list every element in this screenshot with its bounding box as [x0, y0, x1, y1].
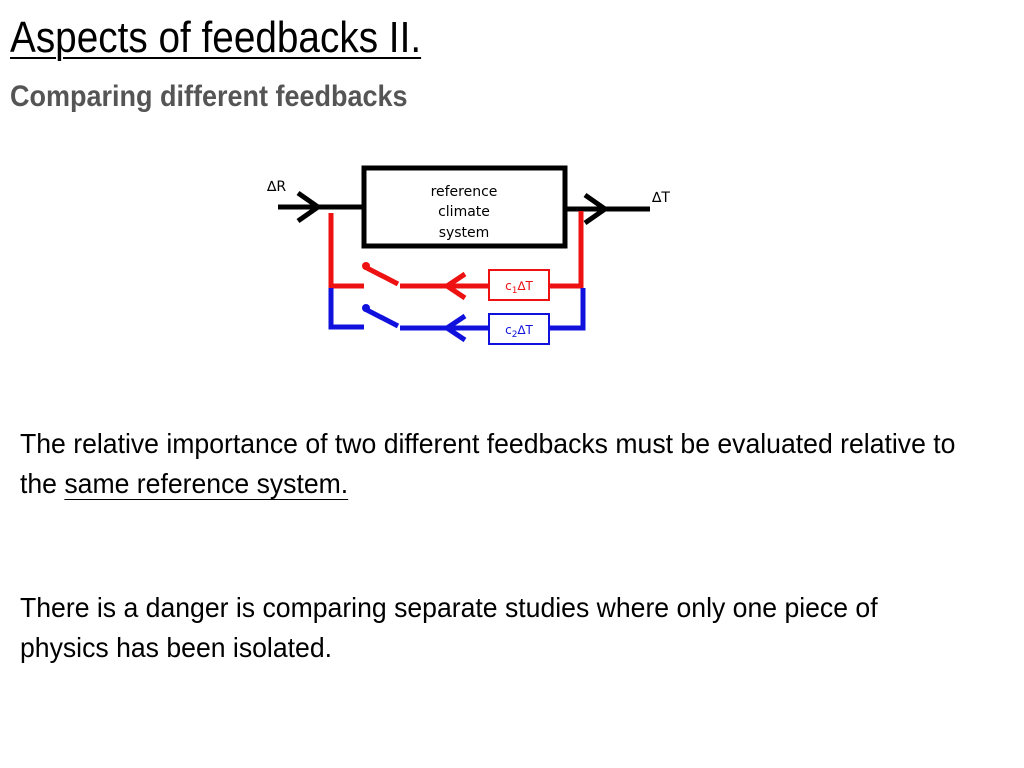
same-reference-system-emphasis: same reference system. [64, 468, 349, 499]
feedback-1-arrowhead [442, 271, 467, 301]
box-line-1: reference [431, 184, 498, 200]
feedback-loop-1 [328, 211, 584, 301]
paragraph-1-text: The relative importance of two different… [20, 428, 956, 499]
feedback-1-box [488, 269, 550, 301]
feedback-2-arrowhead [442, 313, 467, 343]
paragraph-danger: There is a danger is comparing separate … [20, 592, 878, 663]
output-label: ∆T [651, 190, 670, 206]
input-arrowhead [296, 190, 323, 224]
feedback-2-label: c2∆T [505, 323, 533, 340]
box-line-3: system [439, 225, 490, 241]
feedback-1-input-wire [328, 213, 364, 289]
feedback-2-switch [363, 306, 400, 329]
feedback-2-return-wire [549, 288, 586, 331]
feedback-1-return-wire [549, 211, 584, 289]
feedback-1-switch-pivot [362, 262, 370, 270]
feedback-2-box [488, 313, 550, 345]
slide-title: Aspects of feedbacks II. [10, 13, 422, 62]
feedback-loop-2 [328, 288, 586, 343]
feedback-1-label: c1∆T [505, 279, 533, 296]
feedback-2-switch-pivot [362, 304, 370, 312]
feedback-2-input-wire [328, 288, 364, 330]
box-line-2: climate [438, 204, 490, 220]
reference-system-box [361, 165, 568, 249]
paragraph-same-reference: The relative importance of two different… [20, 424, 970, 504]
output-arrowhead [583, 192, 610, 226]
input-label: ∆R [266, 179, 286, 195]
feedback-diagram: ∆R reference climate system ∆T c1∆T c2∆T [266, 165, 670, 345]
slide-subtitle: Comparing different feedbacks [10, 80, 408, 113]
feedback-1-switch [363, 264, 400, 287]
